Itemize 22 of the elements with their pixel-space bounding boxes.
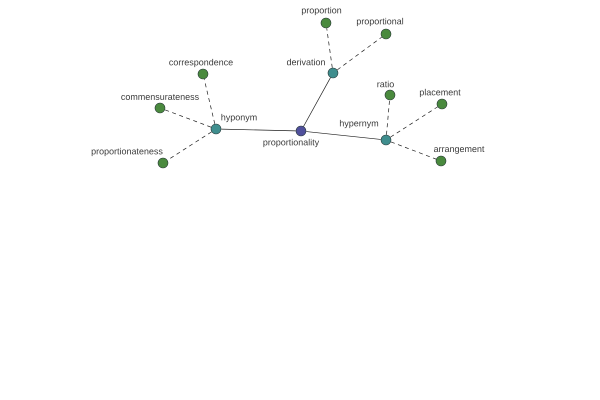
dashed-line xyxy=(390,106,438,138)
dashed-line xyxy=(164,110,212,128)
node-label: commensurateness xyxy=(121,94,199,100)
node-label: arrangement xyxy=(434,146,484,154)
dashed-line xyxy=(204,78,216,124)
node-label: proportion xyxy=(302,6,342,16)
dashed-line xyxy=(326,28,333,68)
dashed-line xyxy=(390,142,436,160)
node-label: proportional xyxy=(356,18,404,26)
node-label: hypernym xyxy=(340,120,378,128)
dashed-line xyxy=(386,100,390,136)
node-label: ratio xyxy=(377,80,394,88)
node-label: proportionateness xyxy=(92,148,163,156)
node-label: correspondence xyxy=(169,58,233,68)
node-label: hyponym xyxy=(221,114,257,122)
dashed-line xyxy=(336,36,382,70)
node-label: derivation xyxy=(286,58,325,66)
node-label: proportionality xyxy=(263,138,320,148)
node-label: placement xyxy=(420,88,461,98)
connector-line xyxy=(306,131,382,140)
connector-line xyxy=(220,128,296,132)
connector-line xyxy=(303,77,331,127)
